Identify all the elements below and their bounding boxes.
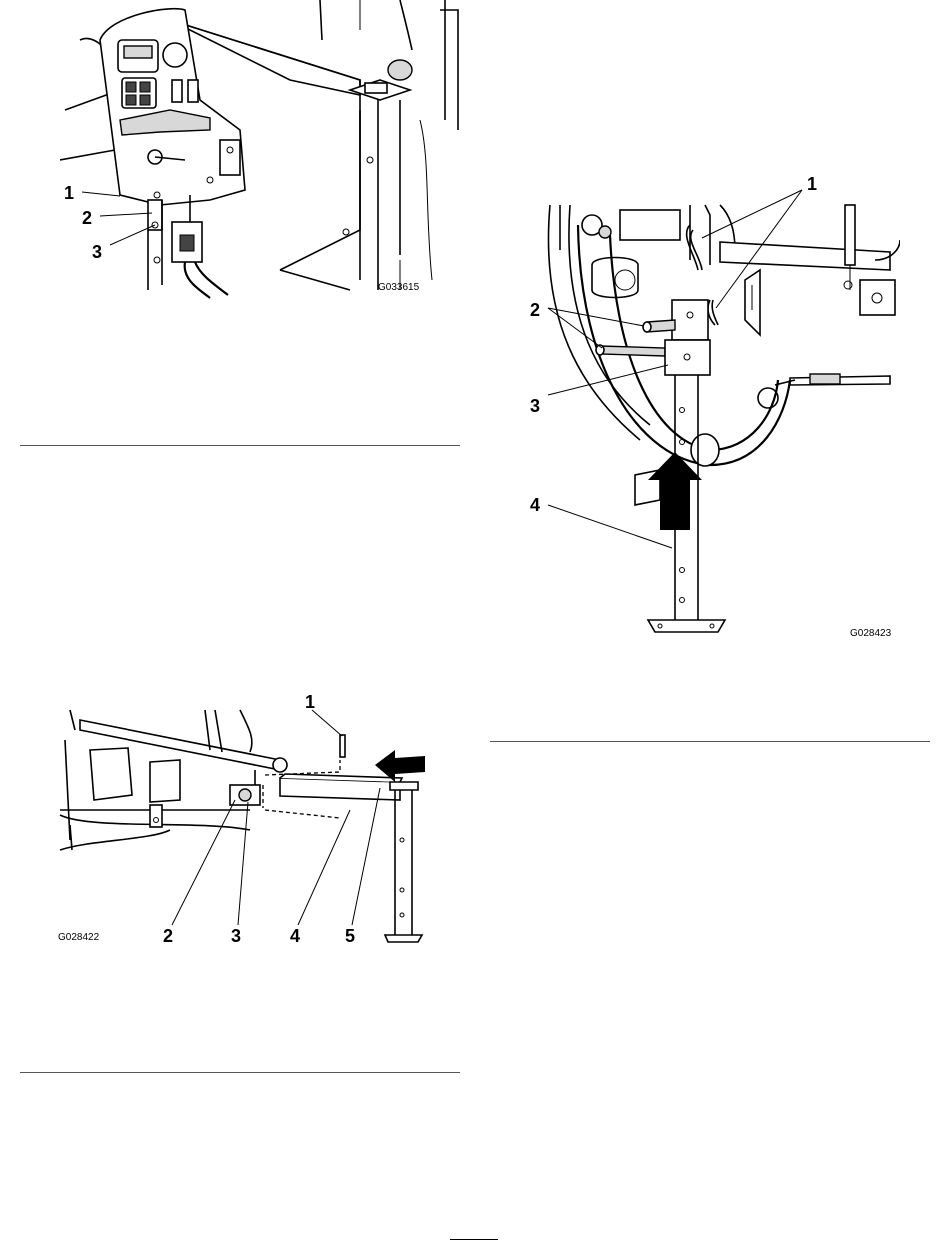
leader-line-2a — [548, 308, 644, 326]
callout-4: 4 — [290, 926, 300, 946]
leader-line-3 — [548, 365, 668, 395]
figure-jack-stand-pins: 1 2 3 4 G028423 — [520, 170, 900, 640]
figure-code: G028422 — [58, 932, 100, 943]
console-illustration: 1 2 3 G033615 — [60, 0, 460, 300]
page-number-mark — [450, 1239, 498, 1240]
leader-line-2 — [172, 800, 235, 925]
section-divider — [490, 741, 930, 742]
callout-3: 3 — [92, 242, 102, 262]
callout-2: 2 — [530, 300, 540, 320]
section-divider — [20, 445, 460, 446]
leader-line-1 — [82, 192, 120, 196]
leader-line-4 — [298, 810, 350, 925]
callout-2: 2 — [82, 208, 92, 228]
leader-line-2 — [100, 213, 152, 216]
leader-line-4 — [548, 505, 672, 548]
figure-code: G033615 — [378, 282, 420, 293]
hitch-illustration: 1 2 3 4 5 G028422 — [50, 690, 450, 950]
callout-1: 1 — [807, 174, 817, 194]
leader-line-2b — [548, 308, 602, 348]
callout-2: 2 — [163, 926, 173, 946]
callout-4: 4 — [530, 495, 540, 515]
figure-code: G028423 — [850, 628, 892, 639]
section-divider — [20, 1072, 460, 1073]
callout-1: 1 — [64, 183, 74, 203]
figure-hitch-attachment: 1 2 3 4 5 G028422 — [50, 690, 450, 950]
callout-3: 3 — [530, 396, 540, 416]
leader-line-1a — [702, 190, 802, 238]
callout-5: 5 — [345, 926, 355, 946]
callout-1: 1 — [305, 692, 315, 712]
leader-line-3 — [238, 802, 248, 925]
callout-3: 3 — [231, 926, 241, 946]
jack-stand-illustration: 1 2 3 4 G028423 — [520, 170, 900, 640]
leader-line-1 — [312, 710, 342, 736]
figure-console-lift-support: 1 2 3 G033615 — [60, 0, 460, 300]
leader-line-5 — [352, 788, 380, 925]
